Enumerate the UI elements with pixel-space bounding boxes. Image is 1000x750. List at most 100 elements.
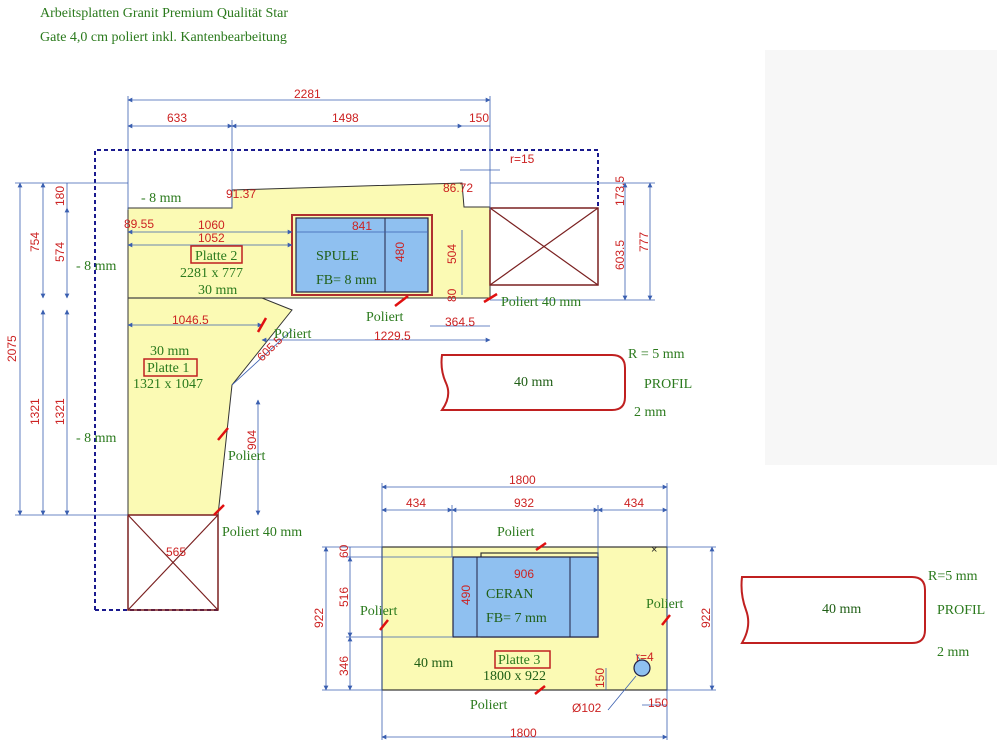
top-dimension-lines [15, 96, 655, 516]
profile-1-shape [440, 354, 626, 411]
dim-sink-height: 480 [393, 242, 407, 262]
dim-2075: 2075 [5, 335, 19, 362]
dim-bottom-seg-mid: 932 [514, 496, 534, 510]
dim-346: 346 [337, 656, 351, 676]
profile-1: 40 mm R = 5 mm PROFIL 2 mm [440, 347, 692, 420]
dim-1229-5: 1229.5 [374, 329, 411, 343]
dim-173-5: 173.5 [613, 176, 627, 206]
platte-3-name: Platte 3 [498, 653, 540, 668]
dim-bottom-seg-right: 434 [624, 496, 644, 510]
platte-1-name: Platte 1 [147, 361, 189, 376]
profile-2-shape [740, 576, 926, 644]
bottom-poliert-marks [379, 541, 671, 695]
dim-922-right: 922 [699, 608, 713, 628]
profile-2-radius: R=5 mm [928, 569, 978, 584]
dim-80: 80 [445, 288, 459, 302]
dim-904: 904 [245, 430, 259, 450]
dim-radius: r=15 [510, 152, 535, 166]
platte-1-thickness: 30 mm [150, 344, 189, 359]
header-title-line2: Gate 4,0 cm poliert inkl. Kantenbearbeit… [40, 30, 287, 45]
profile-1-radius: R = 5 mm [628, 347, 685, 362]
label-poliert-40-right: Poliert 40 mm [501, 295, 581, 310]
dim-angle-b: 89.55 [124, 217, 154, 231]
platte-3-size: 1800 x 922 [483, 669, 546, 684]
dim-922-left: 922 [312, 608, 326, 628]
dim-ceran-height: 490 [459, 585, 473, 605]
platte-2-size: 2281 x 777 [180, 266, 243, 281]
dim-603-5: 603.5 [613, 240, 627, 270]
dim-radius-r4: r=4 [636, 650, 654, 664]
profile-2-name: PROFIL [937, 603, 985, 618]
dim-angle-c: 86.72 [443, 181, 473, 195]
dim-504: 504 [445, 244, 459, 264]
sink-label: SPULE [316, 249, 359, 264]
sink-cutout [295, 217, 429, 293]
profile-1-name: PROFIL [644, 377, 692, 392]
dim-150-vertical: 150 [593, 668, 607, 688]
label-poliert-left: Poliert [360, 604, 397, 619]
dim-bottom-total-bottom: 1800 [510, 726, 537, 740]
ceran-fb-label: FB= 7 mm [486, 611, 547, 626]
faded-panel [765, 50, 997, 465]
dim-seg-left: 633 [167, 111, 187, 125]
dim-seg-right: 150 [469, 111, 489, 125]
top-poliert-marks [213, 292, 498, 516]
dim-hole-diameter: Ø102 [572, 701, 602, 715]
dim-sink-width: 841 [352, 219, 372, 233]
platte-1-name-box [143, 358, 198, 377]
platte-3-name-box [494, 650, 551, 669]
dim-w-1052: 1052 [198, 231, 225, 245]
label-poliert-bottom: Poliert [470, 698, 507, 713]
dim-angle-a: 91.37 [226, 187, 256, 201]
profile-2: 40 mm R=5 mm PROFIL 2 mm [740, 569, 985, 660]
platte-1-size: 1321 x 1047 [133, 377, 203, 392]
cabinet-right [489, 207, 599, 286]
dim-364-5: 364.5 [445, 315, 475, 329]
dim-516: 516 [337, 587, 351, 607]
dim-574: 574 [53, 242, 67, 262]
profile-1-edge: 2 mm [634, 405, 666, 420]
top-layout: 2281 633 1498 150 r=15 91.37 89.55 86.72… [5, 87, 655, 611]
dim-1046-5: 1046.5 [172, 313, 209, 327]
profile-2-edge: 2 mm [937, 645, 969, 660]
platte-3-thickness: 40 mm [414, 656, 453, 671]
dim-w-1060: 1060 [198, 218, 225, 232]
label-poliert-40-bottom: Poliert 40 mm [222, 525, 302, 540]
bottom-layout: × [312, 473, 716, 740]
dim-150-horizontal: 150 [648, 696, 668, 710]
dim-seg-mid: 1498 [332, 111, 359, 125]
dim-60: 60 [337, 544, 351, 558]
dim-754: 754 [28, 232, 42, 252]
dim-bottom-seg-left: 434 [406, 496, 426, 510]
platte-1-shape [127, 297, 293, 516]
sink-fb-label: FB= 8 mm [316, 273, 377, 288]
profile-2-thickness: 40 mm [822, 602, 861, 617]
dim-777: 777 [637, 232, 651, 252]
sink-frame [291, 214, 433, 296]
dim-180: 180 [53, 186, 67, 206]
dim-ceran-width: 906 [514, 567, 534, 581]
dim-total-width: 2281 [294, 87, 321, 101]
dim-565: 565 [166, 545, 186, 559]
label-minus8-left2: - 8 mm [76, 431, 117, 446]
dim-bottom-total-top: 1800 [509, 473, 536, 487]
label-poliert-side: Poliert [228, 449, 265, 464]
platte-2-thickness: 30 mm [198, 283, 237, 298]
label-poliert-corner: Poliert [274, 327, 311, 342]
label-minus8-left1: - 8 mm [76, 259, 117, 274]
dim-1321-a: 1321 [28, 398, 42, 425]
label-poliert-sink: Poliert [366, 310, 403, 325]
dim-1321-b: 1321 [53, 398, 67, 425]
header-title-line1: Arbeitsplatten Granit Premium Qualität S… [40, 6, 288, 21]
label-minus8-top: - 8 mm [141, 191, 182, 206]
drill-hole [633, 659, 651, 677]
platte-2-name-box [190, 245, 243, 264]
cabinet-bottom [127, 514, 219, 611]
label-poliert-right: Poliert [646, 597, 683, 612]
platte-2-name: Platte 2 [195, 249, 237, 264]
ceran-label: CERAN [486, 587, 533, 602]
svg-text:×: × [651, 544, 657, 556]
label-poliert-top: Poliert [497, 525, 534, 540]
profile-1-thickness: 40 mm [514, 375, 553, 390]
